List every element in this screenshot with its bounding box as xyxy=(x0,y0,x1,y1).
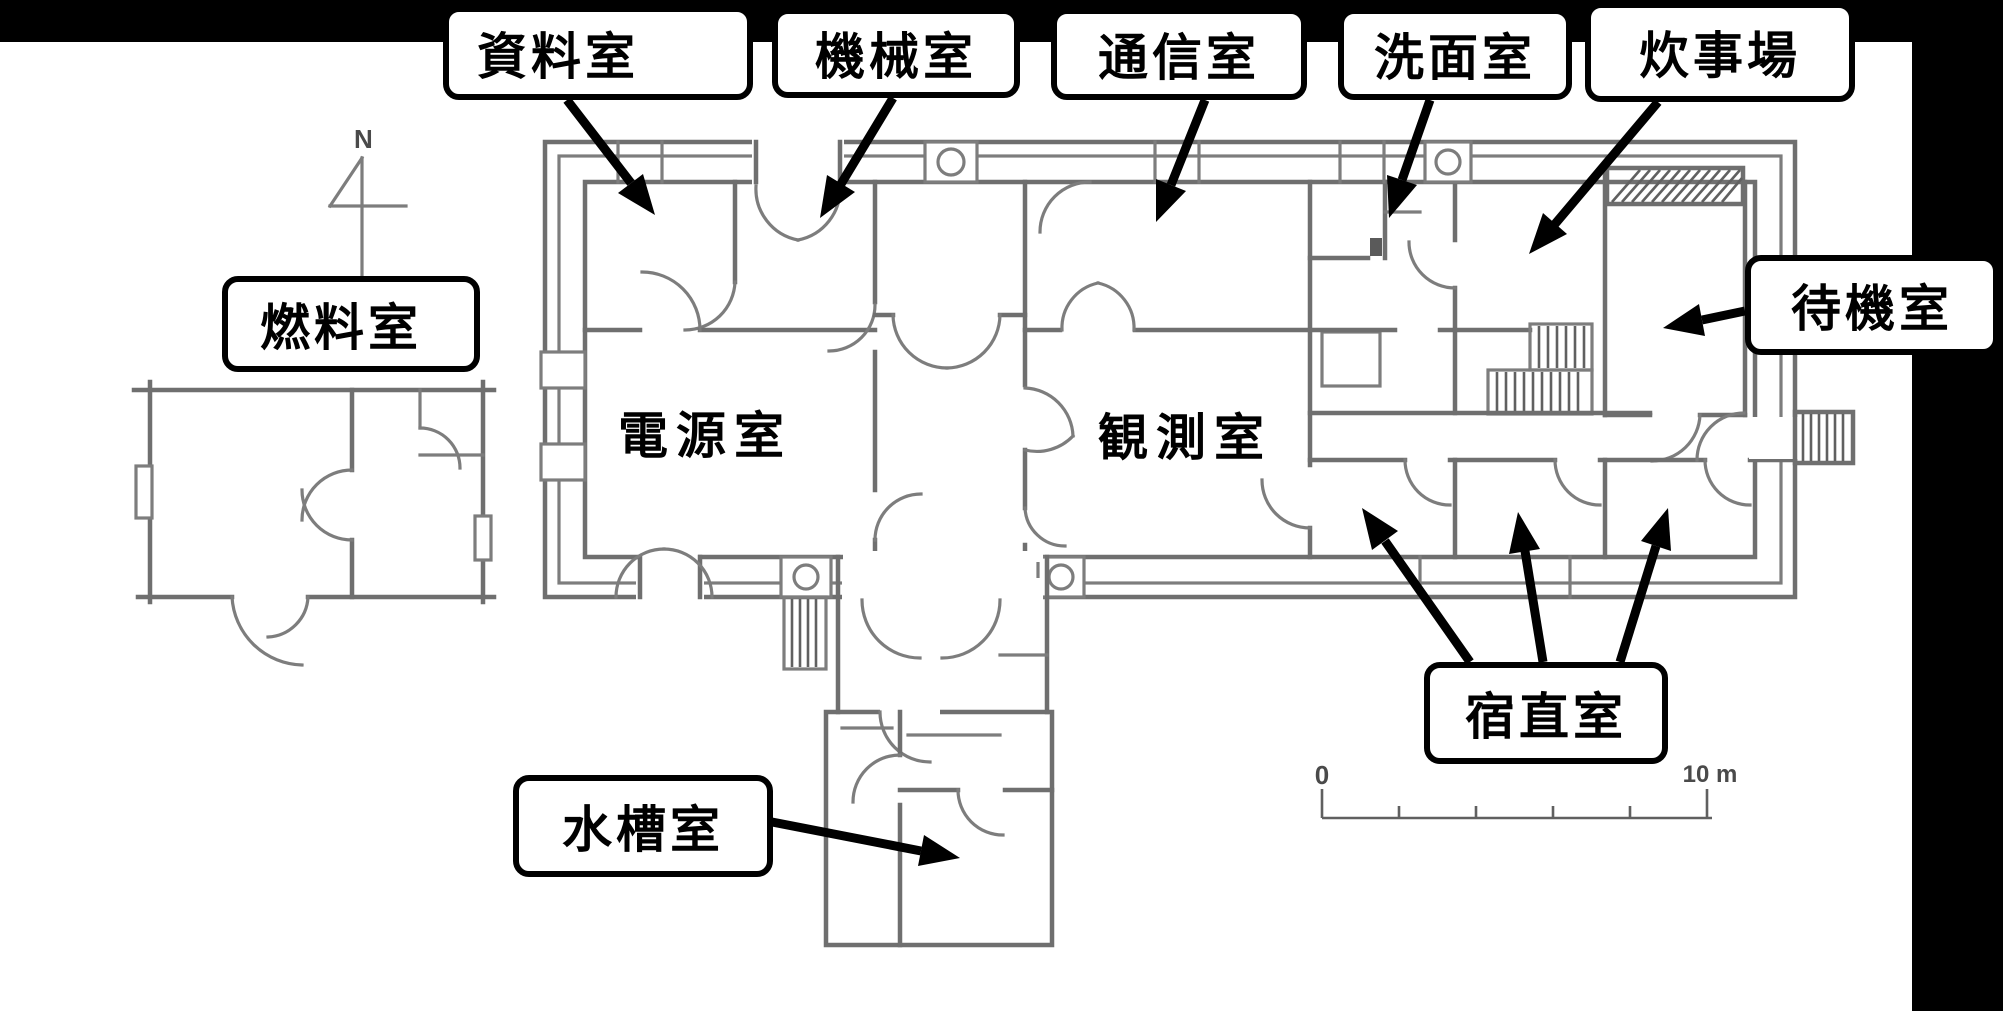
entrance-and-tank-building xyxy=(823,551,1055,948)
arrow-shukuchokushitsu-1 xyxy=(1362,508,1474,665)
arrow-taikishitsu xyxy=(1663,304,1746,336)
label-box-shukuchokushitsu: 宿直室 xyxy=(1424,662,1668,764)
label-box-senmenshitsu: 洗面室 xyxy=(1338,8,1572,100)
window-ticks xyxy=(539,140,1572,599)
stairs xyxy=(1486,322,1594,416)
label-box-shiryoushitsu: 資料室 xyxy=(443,6,753,100)
room-label-kansokushitsu: 観測室 xyxy=(1098,410,1272,466)
north-label: N xyxy=(354,124,373,154)
wall-fixtures xyxy=(779,140,1473,599)
fuel-building xyxy=(131,379,497,667)
main-building xyxy=(539,138,1856,671)
scale-bar: 0 10 m xyxy=(1315,760,1738,820)
label-box-tsuushinshitsu: 通信室 xyxy=(1051,8,1307,100)
label-box-nenryoushitsu: 燃料室 xyxy=(222,276,480,372)
arrow-shukuchokushitsu-3 xyxy=(1615,508,1671,664)
right-mask-bar xyxy=(1912,0,2003,1011)
arrow-tsuushinshitsu xyxy=(1156,98,1210,222)
exterior-stair xyxy=(782,595,828,671)
scale-zero-label: 0 xyxy=(1315,760,1329,790)
label-box-suisoushitsu: 水槽室 xyxy=(513,775,773,877)
arrow-shiryoushitsu xyxy=(563,97,655,215)
label-box-suijiba: 炊事場 xyxy=(1585,2,1855,102)
arrow-suijiba xyxy=(1529,99,1662,254)
label-box-taikishitsu: 待機室 xyxy=(1745,255,1999,355)
arrow-suisoushitsu xyxy=(771,817,960,866)
scale-end-label: 10 m xyxy=(1683,761,1738,788)
arrow-senmenshitsu xyxy=(1387,98,1435,218)
room-label-dengenshitsu: 電源室 xyxy=(618,408,792,464)
annotation-arrows xyxy=(563,95,1746,866)
east-exit xyxy=(1792,409,1856,466)
kitchen-counter-hatch xyxy=(1604,165,1746,207)
arrow-shukuchokushitsu-2 xyxy=(1509,512,1548,663)
arrow-kikaishitsu xyxy=(820,95,897,218)
label-box-kikaishitsu: 機械室 xyxy=(772,8,1020,98)
north-arrow: N xyxy=(327,124,408,302)
